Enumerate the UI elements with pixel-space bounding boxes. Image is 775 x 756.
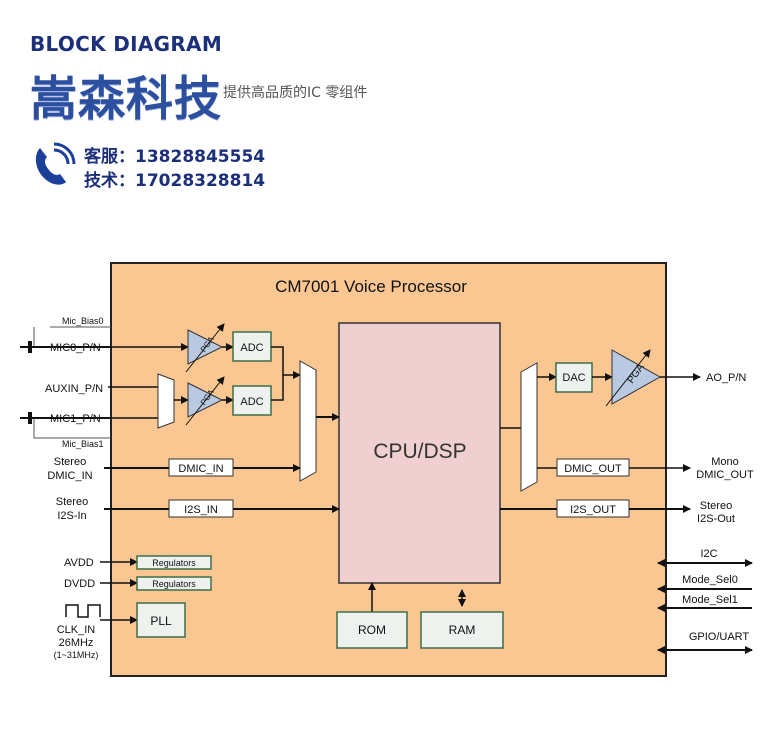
regulator2-label: Regulators [152,579,196,589]
dac-label: DAC [562,372,585,384]
mic0-label: MIC0_P/N [50,342,101,354]
tagline: 提供高品质的IC 零组件 [223,85,368,101]
rom-label: ROM [358,623,386,637]
adc-mux [299,360,317,482]
pga-in1-arrow [185,323,225,373]
chip-title: CM7001 Voice Processor [275,277,467,296]
input-mux [157,373,175,429]
clk-range-label: (1~31MHz) [54,650,99,660]
mic-bias1-label: Mic_Bias1 [62,439,104,449]
i2s-in-label: I2S_IN [184,504,218,516]
header-title: BLOCK DIAGRAM [30,32,223,56]
pll-label: PLL [150,614,172,628]
phone-icon [35,142,76,185]
clock-waveform-icon [65,604,101,618]
mic0-symbol [28,341,32,353]
dmic-in-block [168,458,234,477]
pga-in1 [187,329,224,365]
stereo-i2s-in-label-2: I2S-In [57,510,86,522]
auxin-label: AUXIN_P/N [45,383,103,395]
ram-block [420,611,504,649]
brand-logo-text: 嵩森科技 [30,72,222,127]
adc2-to-mux [271,375,284,401]
adc1-label: ADC [240,342,263,354]
mode-sel1-label: Mode_Sel1 [682,594,738,606]
mic-bias0-label: Mic_Bias0 [62,316,104,326]
clk-freq-label: 26MHz [59,637,94,649]
stereo-i2s-in-label-1: Stereo [56,496,88,508]
output-mux [520,362,538,492]
adc1-block [232,331,272,362]
i2s-in-block [168,499,234,518]
i2s-out-label: I2S_OUT [570,504,616,516]
ao-label: AO_P/N [706,372,746,384]
ram-label: RAM [449,623,476,637]
cpu-dsp-block [338,322,501,584]
dvdd-label: DVDD [64,578,95,590]
stereo-dmic-in-label-1: Stereo [54,456,86,468]
regulator1-label: Regulators [152,558,196,568]
mono-label-1: Mono [711,456,739,468]
mic1-label: MIC1_P/N [50,413,101,425]
gpio-label: GPIO/UART [689,631,750,643]
mono-label-2: DMIC_OUT [696,469,754,481]
cpu-dsp-label: CPU/DSP [373,440,466,463]
pga-out-arrow [605,349,651,407]
mode-sel0-label: Mode_Sel0 [682,574,738,586]
i2s-out-block [556,499,630,518]
stereo-out-label-2: I2S-Out [697,513,735,525]
regulator2-block [136,576,212,591]
stereo-dmic-in-label-2: DMIC_IN [47,470,92,482]
pll-block [136,602,186,638]
pga-in2-arrow [185,376,225,426]
adc2-label: ADC [240,396,263,408]
rom-block [336,611,408,649]
stereo-out-label-1: Stereo [700,500,732,512]
pga-out [611,349,662,405]
clk-in-label: CLK_IN [57,624,96,636]
regulator1-block [136,555,212,570]
i2c-label: I2C [700,548,717,560]
adc2-block [232,385,272,416]
dmic-in-label: DMIC_IN [178,463,223,475]
service-phone: 客服：13828845554 [84,147,266,167]
tech-phone: 技术：17028328814 [84,171,266,191]
mic1-symbol [28,412,32,424]
avdd-label: AVDD [64,557,94,569]
pga-in2 [187,382,224,418]
dmic-out-label: DMIC_OUT [564,463,622,475]
dmic-out-block [556,458,630,477]
mic-bias1-wire [33,418,111,439]
adc1-to-mux [271,346,301,379]
